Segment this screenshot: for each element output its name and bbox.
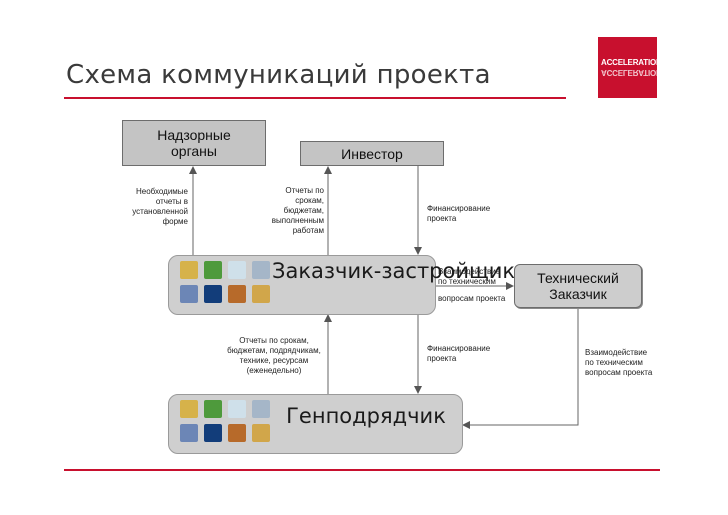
note-reports-contractor: Отчеты по срокам, бюджетам, подрядчикам,…	[227, 336, 321, 375]
coin-icon	[180, 400, 198, 418]
factory-icon	[228, 285, 246, 303]
note-reports-required: Необходимые отчеты в установленной форме	[132, 187, 188, 226]
acceleration-logo: ACCELERATION ACCELERATION	[598, 37, 662, 98]
chart-icon	[228, 400, 246, 418]
chart-icon	[228, 261, 246, 279]
leaf-icon	[204, 261, 222, 279]
leaf-icon	[204, 400, 222, 418]
node-contractor-label: Генподрядчик	[286, 404, 446, 428]
contractor-icon-grid	[180, 400, 270, 442]
title-underline	[64, 97, 566, 99]
logo-text: ACCELERATION	[601, 58, 662, 67]
note-interaction-right: Взаимодействие по техническим вопросам п…	[585, 348, 653, 377]
tools-icon	[180, 285, 198, 303]
footer-rule	[64, 469, 660, 471]
customer-icon-grid	[180, 261, 270, 303]
globe-icon	[204, 285, 222, 303]
factory-icon	[228, 424, 246, 442]
building-icon	[252, 400, 270, 418]
coin-icon	[180, 261, 198, 279]
note-reports-investor: Отчеты по срокам, бюджетам, выполненным …	[271, 186, 324, 235]
node-supervisory-label: Надзорные органы	[157, 127, 231, 159]
node-investor-label: Инвестор	[341, 145, 403, 162]
node-investor: Инвестор	[300, 141, 444, 166]
note-financing-top: Финансирование проекта	[427, 204, 491, 223]
node-technical-customer: Технический Заказчик	[514, 264, 642, 308]
building-icon	[252, 261, 270, 279]
node-supervisory: Надзорные органы	[122, 120, 266, 166]
globe-icon	[204, 424, 222, 442]
note-interaction-tech: Взаимодействие по техническим	[438, 267, 501, 286]
crane-icon	[252, 285, 270, 303]
tools-icon	[180, 424, 198, 442]
note-financing-bottom: Финансирование проекта	[427, 344, 491, 363]
arrow-technical-to-contractor	[462, 308, 579, 429]
node-technical-label: Технический Заказчик	[537, 270, 619, 302]
crane-icon	[252, 424, 270, 442]
slide-title: Схема коммуникаций проекта	[66, 60, 491, 90]
note-issues-tech: вопросам проекта	[438, 294, 506, 303]
node-customer-label: Заказчик-застройщик	[272, 259, 516, 283]
